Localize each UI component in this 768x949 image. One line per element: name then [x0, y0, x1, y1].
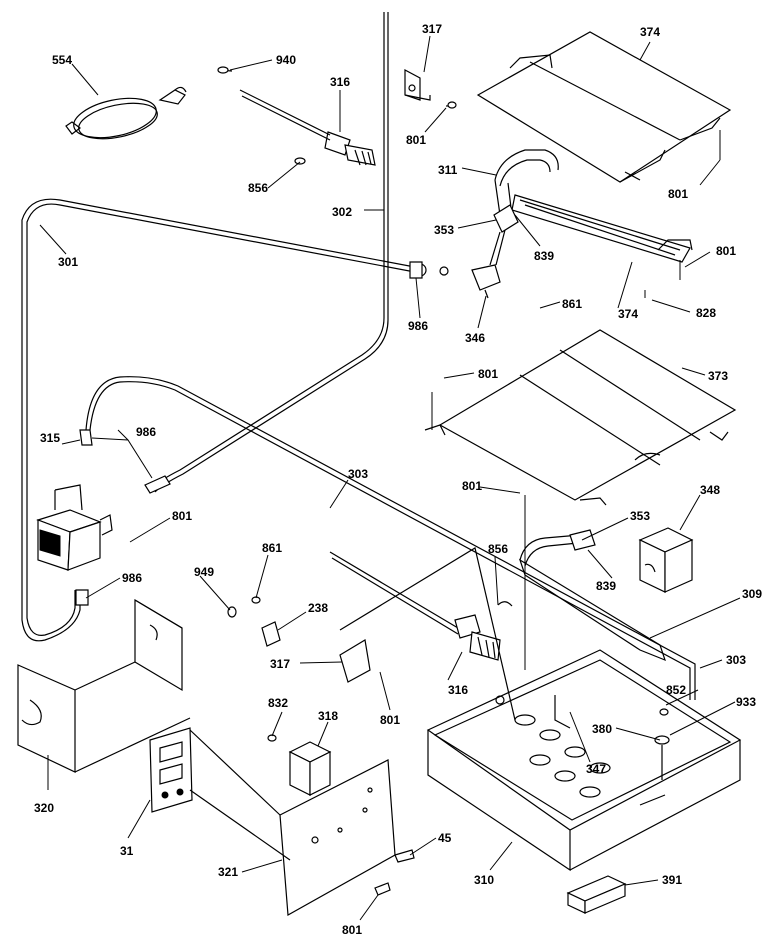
part-320-bracket — [17, 598, 191, 773]
callout-856: 856 — [488, 542, 508, 556]
callout-933: 933 — [736, 695, 756, 709]
callout-316: 316 — [448, 683, 468, 697]
callout-321: 321 — [218, 865, 238, 879]
part-317-bracket-bottom — [339, 547, 516, 721]
part-373-shield — [424, 329, 737, 506]
leader-lines — [39, 35, 741, 921]
part-856-screw — [294, 157, 306, 165]
callout-309: 309 — [742, 587, 762, 601]
part-554-wire-harness — [65, 86, 187, 140]
callout-801: 801 — [172, 509, 192, 523]
callout-346: 346 — [465, 331, 485, 345]
part-348-cover — [638, 527, 694, 593]
callout-310: 310 — [474, 873, 494, 887]
part-380-bracket — [654, 708, 670, 780]
part-940-screw — [217, 66, 233, 74]
callout-861: 861 — [262, 541, 282, 555]
callout-940: 940 — [276, 53, 296, 67]
part-302-tube — [151, 12, 389, 493]
part-31-terminal-board — [149, 727, 193, 813]
callout-317: 317 — [422, 22, 442, 36]
part-310-burner-box — [426, 649, 742, 872]
callout-801: 801 — [478, 367, 498, 381]
callout-839: 839 — [534, 249, 554, 263]
callout-949: 949 — [194, 565, 214, 579]
part-346-valve-bracket — [471, 264, 501, 299]
part-949-clip — [227, 596, 261, 618]
callout-315: 315 — [40, 431, 60, 445]
part-316-ignitor-top — [239, 89, 376, 166]
callout-45: 45 — [438, 831, 452, 845]
callout-353: 353 — [434, 223, 454, 237]
callout-353: 353 — [630, 509, 650, 523]
part-801-screw-top — [446, 101, 457, 109]
callout-348: 348 — [700, 483, 720, 497]
callout-801: 801 — [668, 187, 688, 201]
callout-986: 986 — [122, 571, 142, 585]
part-391-block — [566, 875, 627, 914]
part-374-shield-top — [476, 31, 732, 183]
callout-801: 801 — [406, 133, 426, 147]
callout-374: 374 — [618, 307, 638, 321]
part-801-screw-bottom — [374, 882, 391, 896]
callout-801: 801 — [716, 244, 736, 258]
part-238-switch — [261, 621, 281, 647]
callout-347: 347 — [586, 762, 606, 776]
callout-31: 31 — [120, 844, 134, 858]
callout-861: 861 — [562, 297, 582, 311]
callout-374: 374 — [640, 25, 660, 39]
callout-238: 238 — [308, 601, 328, 615]
part-316-ignitor-bottom — [329, 551, 501, 661]
callout-839: 839 — [596, 579, 616, 593]
callout-801: 801 — [342, 923, 362, 937]
callout-986: 986 — [136, 425, 156, 439]
callout-316: 316 — [330, 75, 350, 89]
callout-828: 828 — [696, 306, 716, 320]
part-317-bracket-top — [404, 69, 431, 101]
callout-852: 852 — [666, 683, 686, 697]
part-318-relay — [288, 741, 332, 796]
callout-301: 301 — [58, 255, 78, 269]
part-353-orifice-top — [489, 204, 519, 266]
callout-373: 373 — [708, 369, 728, 383]
part-45-screw — [394, 849, 415, 863]
alignment-lines — [431, 130, 721, 670]
callout-801: 801 — [462, 479, 482, 493]
callout-832: 832 — [268, 696, 288, 710]
callout-856: 856 — [248, 181, 268, 195]
callout-303: 303 — [348, 467, 368, 481]
callout-554: 554 — [52, 53, 72, 67]
part-303-tube — [85, 376, 696, 700]
callout-380: 380 — [592, 722, 612, 736]
callout-317: 317 — [270, 657, 290, 671]
callout-311: 311 — [438, 163, 458, 177]
part-321-mounting-panel — [189, 729, 396, 916]
part-856-screw-bottom — [497, 601, 513, 607]
part-986-fittings — [75, 261, 423, 606]
part-311-burner-assembly — [494, 149, 693, 263]
callout-318: 318 — [318, 709, 338, 723]
callout-303: 303 — [726, 653, 746, 667]
part-315-safety-valve — [36, 484, 113, 571]
callout-391: 391 — [662, 873, 682, 887]
callout-302: 302 — [332, 205, 352, 219]
callout-labels: 554 940 316 317 374 801 856 311 801 302 … — [34, 22, 762, 937]
callout-801: 801 — [380, 713, 400, 727]
callout-986: 986 — [408, 319, 428, 333]
callout-320: 320 — [34, 801, 54, 815]
